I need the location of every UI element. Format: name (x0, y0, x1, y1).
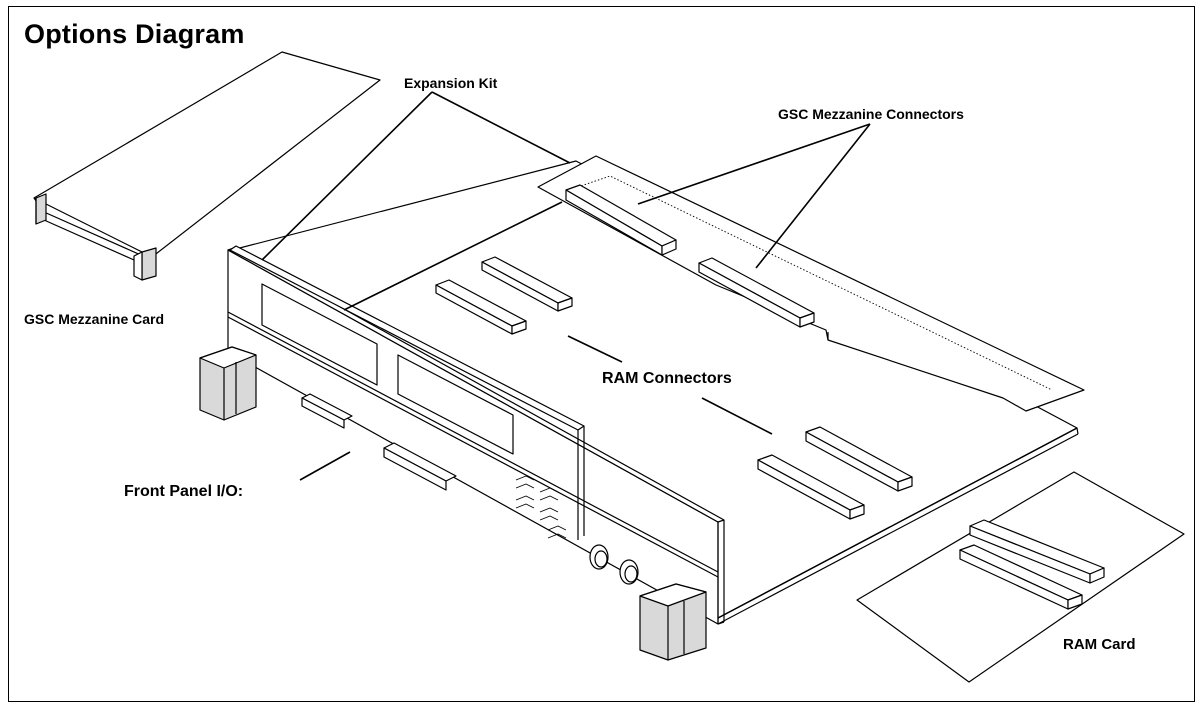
ejector-handle-right (639, 583, 707, 661)
label-ram-connectors: RAM Connectors (602, 370, 732, 387)
label-front-panel-io: Front Panel I/O: (124, 483, 244, 500)
ram-card (856, 471, 1185, 683)
ejector-handle-left (199, 346, 257, 421)
ram-connector-1 (481, 256, 573, 312)
ram-connector-3 (805, 426, 913, 492)
gsc-mezzanine-card (33, 51, 381, 281)
gsc-connector-1 (565, 184, 677, 256)
ram-card-connector-1 (969, 519, 1105, 584)
front-panel-buttons (589, 544, 639, 585)
io-connector-1 (301, 393, 353, 429)
label-gsc-mezzanine-card: GSC Mezzanine Card (24, 311, 165, 327)
label-gsc-mezzanine-connectors: GSC Mezzanine Connectors (778, 106, 964, 122)
gsc-connector-2 (698, 257, 815, 328)
ram-connector-4 (757, 454, 865, 520)
main-board (231, 160, 1079, 625)
label-ram-card: RAM Card (1063, 636, 1136, 653)
diagram-title: Options Diagram (24, 19, 245, 49)
label-expansion-kit: Expansion Kit (404, 75, 498, 91)
callout-lines (261, 91, 871, 481)
ram-connector-2 (435, 279, 527, 335)
expansion-kit-faceplate (229, 245, 585, 540)
diagram-border (8, 6, 1195, 702)
led-displays (515, 475, 567, 539)
ram-card-connector-2 (959, 544, 1083, 610)
io-connector-2 (383, 442, 457, 491)
